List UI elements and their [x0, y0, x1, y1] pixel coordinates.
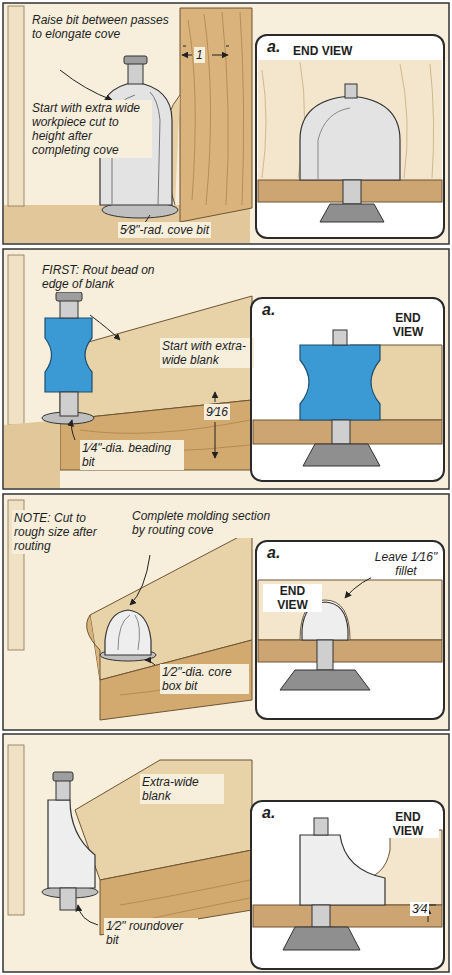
drawing-part [105, 610, 151, 655]
view-title: END VIEW [377, 311, 439, 339]
drawing-part [212, 55, 228, 56]
panel-four [3, 734, 449, 972]
inset-letter: a. [265, 40, 282, 54]
drawing-part [8, 255, 24, 425]
drawing-part [345, 84, 357, 98]
dimension: Leave 1⁄16" fillet [371, 550, 441, 578]
drawing-part [45, 318, 92, 392]
drawing-part [182, 55, 192, 56]
drawing-part [317, 640, 333, 670]
end-view-inset: a. END VIEW [255, 34, 445, 239]
drawing-part [312, 905, 330, 927]
bit-label: 5⁄8"-rad. cove bit [118, 222, 211, 238]
instruction-note: Extra-wide blank [140, 774, 224, 804]
panel-three [3, 494, 449, 730]
view-title: END VIEW [377, 810, 439, 838]
drawing-part [180, 8, 252, 222]
note: NOTE: Cut to rough size after routing [12, 510, 114, 554]
drawing-part [251, 298, 444, 481]
drawing-part [188, 12, 244, 205]
drawing-part [3, 494, 449, 730]
drawing-part [320, 204, 384, 222]
instruction-note: Raise bit between passes to elongate cov… [30, 12, 174, 42]
inset-letter: a. [260, 303, 277, 317]
drawing-part [56, 292, 82, 301]
drawing-part [53, 772, 73, 781]
drawing-part [145, 660, 155, 665]
drawing-part [420, 830, 436, 905]
view-title: END VIEW [263, 584, 322, 612]
drawing-part [87, 615, 100, 680]
drawing-part [253, 420, 442, 444]
drawing-part [303, 444, 380, 466]
drawing-part [215, 392, 216, 402]
drawing-part [130, 555, 150, 605]
drawing-part [4, 420, 60, 488]
drawing-part [258, 640, 442, 662]
drawing-part [60, 300, 78, 318]
end-view-inset: a. END VIEW [250, 297, 445, 482]
dimension: 1 [194, 47, 205, 63]
end-view-inset: a. END VIEW Leave 1⁄16" fillet [255, 540, 445, 720]
drawing-part [333, 330, 347, 345]
instruction-note: Start with extra-wide blank [160, 338, 254, 368]
drawing-part [283, 927, 360, 950]
drawing-part [258, 580, 442, 640]
end-view-inset: a. END VIEW 3⁄4 [250, 800, 445, 970]
drawing-part [280, 670, 370, 690]
drawing-part [3, 3, 449, 244]
drawing-part [71, 420, 75, 440]
drawing-part [215, 422, 216, 458]
bit-label: 1⁄4"-dia. beading bit [80, 440, 184, 470]
drawing-part [48, 800, 95, 888]
drawing-part [3, 734, 449, 972]
drawing-part [118, 615, 139, 650]
drawing-part [60, 70, 112, 100]
drawing-part [8, 745, 24, 915]
bit-label: 1⁄2"-dia. core box bit [160, 664, 249, 694]
drawing-part [300, 96, 400, 180]
drawing-part [251, 801, 444, 969]
instruction-note: Start with extra wide workpiece cut to h… [30, 100, 152, 158]
instruction-note: FIRST: Rout bead on edge of blank [40, 262, 174, 292]
drawing-part [60, 392, 78, 416]
drawing-part [300, 345, 380, 420]
inset-letter: a. [265, 546, 282, 560]
panel-two [3, 249, 449, 489]
drawing-part [314, 818, 328, 835]
drawing-part [128, 62, 143, 84]
drawing-part [60, 888, 76, 910]
view-title: END VIEW [291, 44, 354, 58]
drawing-part [256, 35, 444, 238]
drawing-part [56, 780, 70, 800]
drawing-part [258, 60, 442, 180]
drawing-part [78, 905, 98, 925]
drawing-part [60, 400, 252, 470]
drawing-part [90, 315, 120, 340]
panel-one [3, 3, 449, 244]
drawing-part [183, 46, 229, 47]
inset-letter: a. [260, 806, 277, 820]
drawing-part [8, 6, 24, 206]
instruction-note: Complete molding section by routing cove [130, 508, 274, 538]
drawing-part [318, 108, 350, 180]
drawing-part [124, 56, 147, 64]
drawing-part [256, 541, 444, 719]
dimension: 9⁄16 [204, 404, 230, 420]
bit-label: 1⁄2" roundover bit [104, 918, 198, 948]
drawing-part [332, 420, 350, 444]
dimension: 3⁄4 [410, 902, 429, 916]
drawing-part [300, 835, 385, 905]
drawing-part [343, 180, 361, 204]
drawing-part [3, 249, 449, 489]
